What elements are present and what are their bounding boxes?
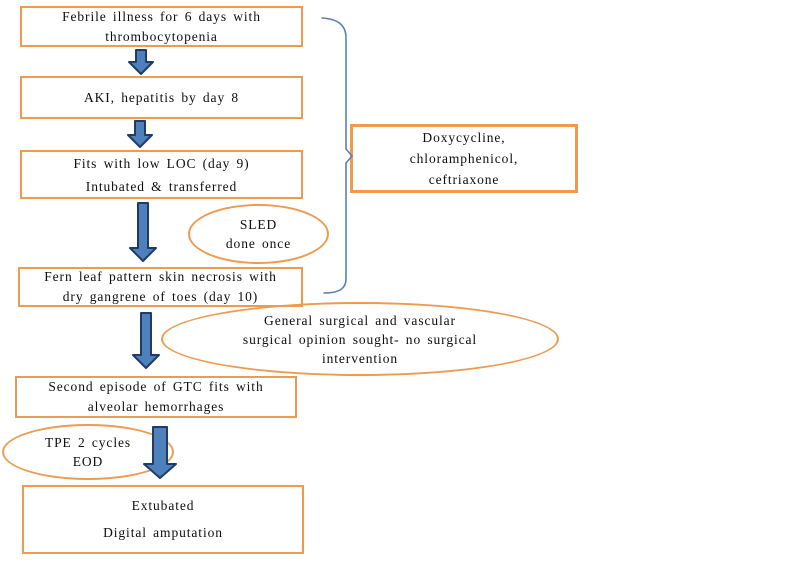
box-text-line: Fits with low LOC (day 9) <box>73 155 250 171</box>
box-text-line: alveolar hemorrhages <box>87 399 225 414</box>
box-text-line: Doxycycline, <box>422 130 506 145</box>
callout-ellipse-surgical-opinion: General surgical and vascular surgical o… <box>161 302 559 376</box>
down-arrow-2 <box>127 120 153 148</box>
box-text-line: dry gangrene of toes (day 10) <box>62 289 259 304</box>
box-text-line: thrombocytopenia <box>105 28 218 44</box>
ellipse-text-line: done once <box>225 236 292 251</box>
box-text-line: Intubated & transferred <box>85 178 238 194</box>
box-text-line: AKI, hepatitis by day 8 <box>83 89 240 105</box>
down-arrow-1 <box>128 49 154 75</box>
box-text-line: Febrile illness for 6 days with <box>62 8 261 24</box>
box-text-line: Second episode of GTC fits with <box>48 379 264 394</box>
bracket-connector <box>321 17 353 294</box>
box-text-line: chloramphenicol, <box>409 151 519 166</box>
box-text-line: Fern leaf pattern skin necrosis with <box>44 269 277 284</box>
ellipse-text-line: SLED <box>239 217 278 232</box>
down-arrow-4 <box>132 312 160 369</box>
ellipse-text-line: intervention <box>321 350 399 366</box>
side-box-antibiotics: Doxycycline, chloramphenicol, ceftriaxon… <box>350 124 578 193</box>
flow-box-fits-low-loc: Fits with low LOC (day 9) Intubated & tr… <box>20 150 303 199</box>
callout-ellipse-tpe: TPE 2 cycles EOD <box>2 424 174 480</box>
flow-box-fern-leaf-necrosis: Fern leaf pattern skin necrosis with dry… <box>18 267 303 307</box>
flow-box-aki-hepatitis: AKI, hepatitis by day 8 <box>20 76 303 119</box>
callout-ellipse-sled: SLED done once <box>188 204 329 264</box>
box-text-line: ceftriaxone <box>428 172 500 187</box>
flow-box-gtc-fits: Second episode of GTC fits with alveolar… <box>15 376 297 418</box>
ellipse-text-line: General surgical and vascular <box>264 312 456 328</box>
flow-box-febrile-illness: Febrile illness for 6 days with thromboc… <box>20 6 303 47</box>
ellipse-text-line: surgical opinion sought- no surgical <box>242 331 478 347</box>
ellipse-text-line: TPE 2 cycles <box>44 435 132 450</box>
down-arrow-3 <box>129 202 157 262</box>
ellipse-text-line: EOD <box>72 454 104 469</box>
box-text-line: Digital amputation <box>103 525 223 540</box>
flow-box-extubated-amputation: Extubated Digital amputation <box>22 485 304 554</box>
box-text-line: Extubated <box>131 498 195 513</box>
